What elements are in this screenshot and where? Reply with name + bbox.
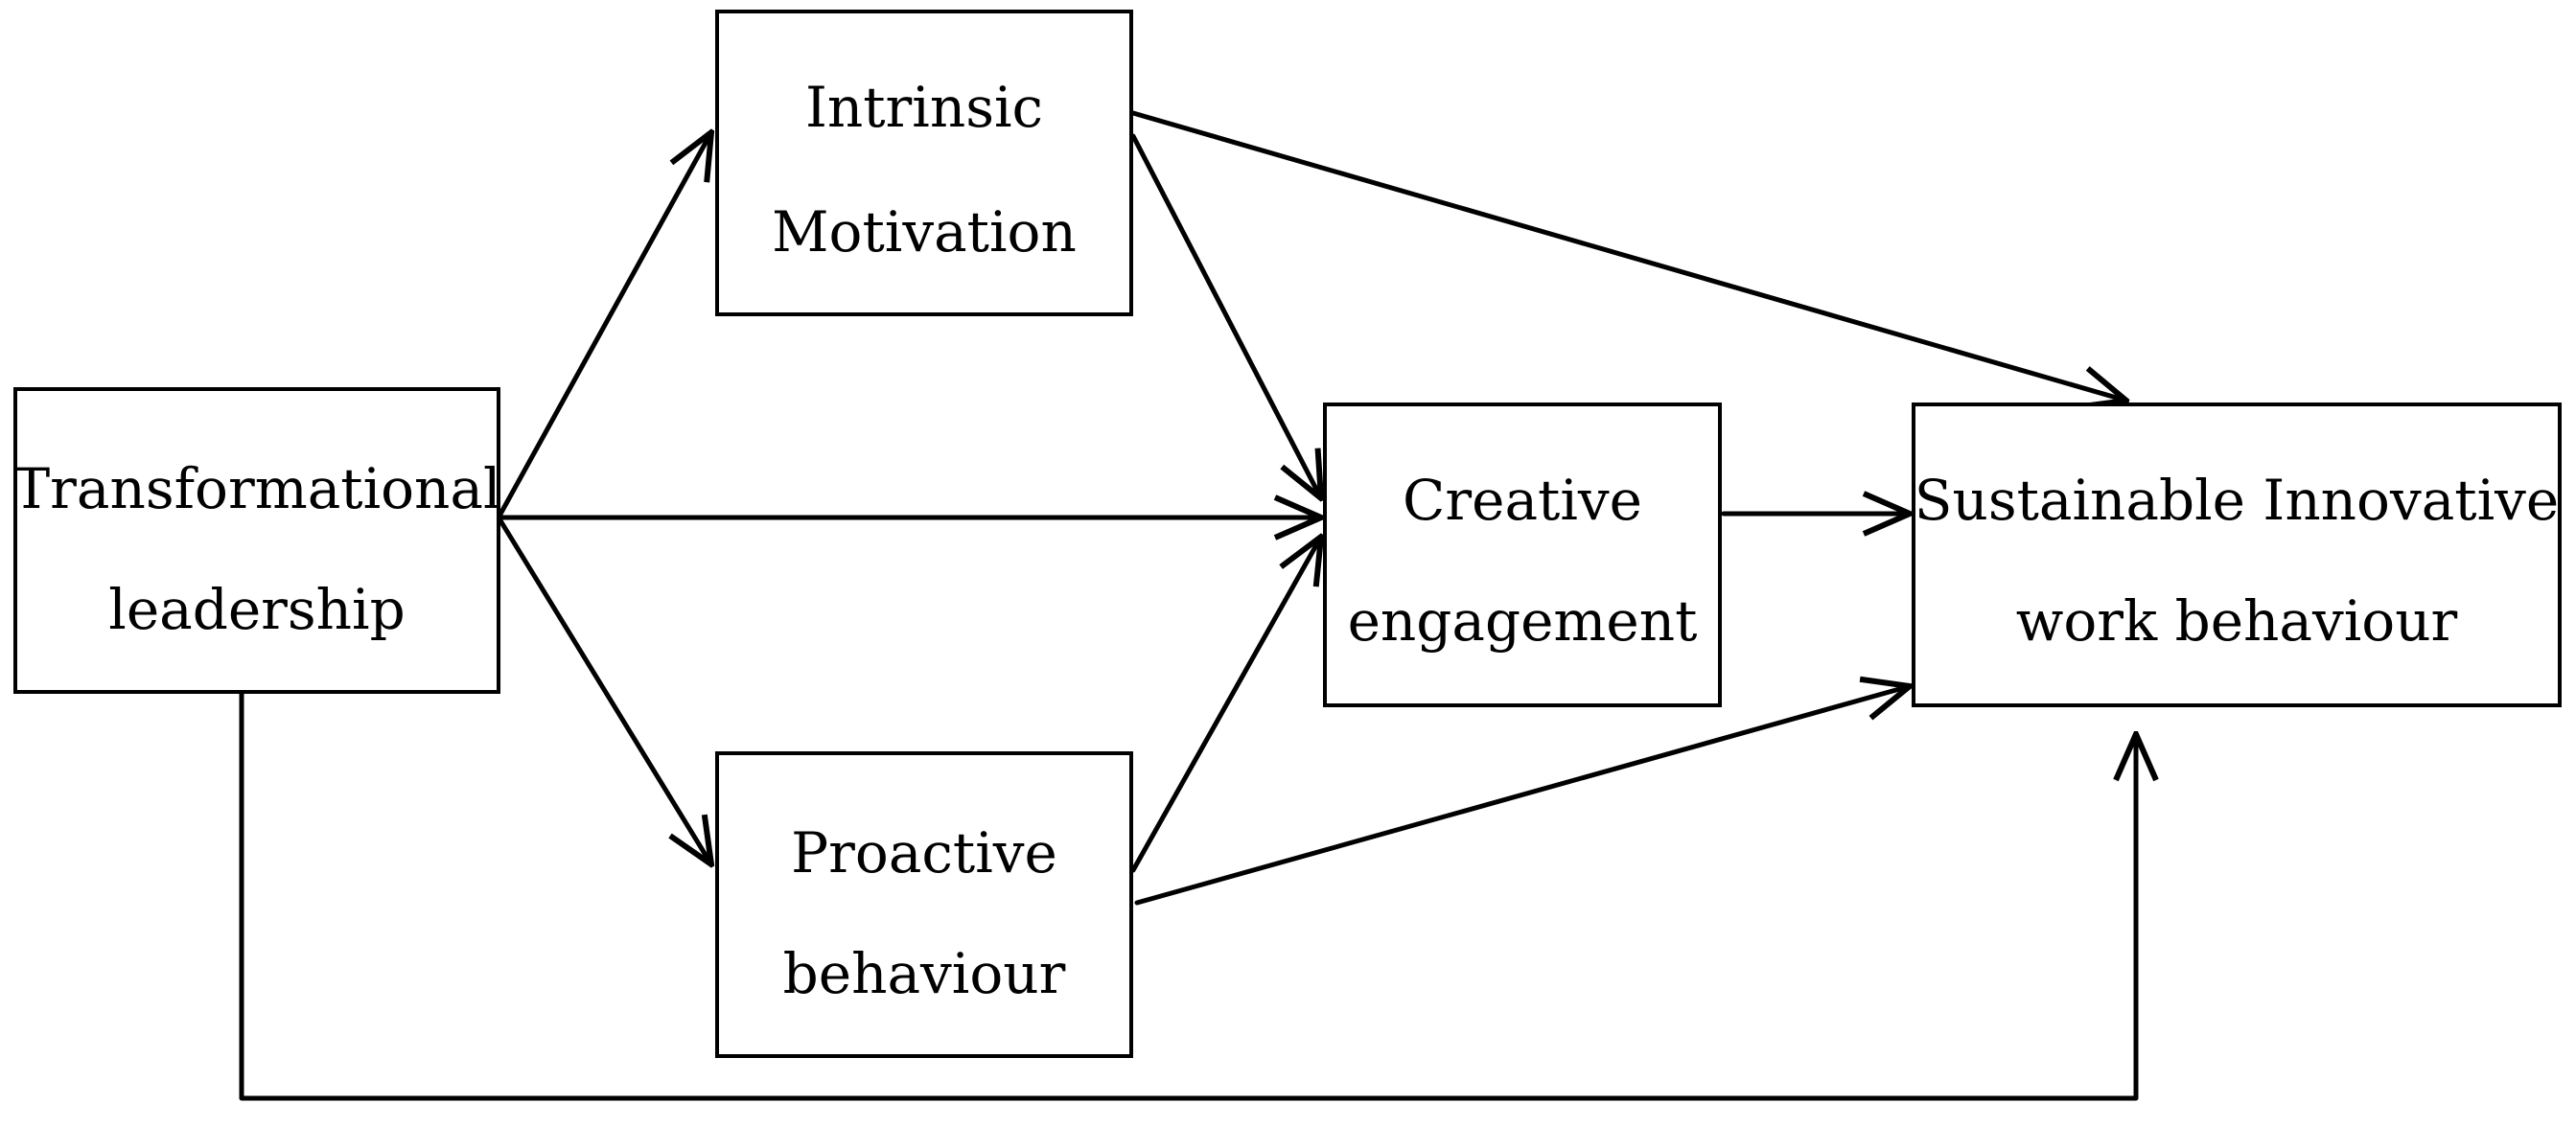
sustainable-innovative-line2: work behaviour [2016, 588, 2458, 654]
proactive-behaviour-line2: behaviour [783, 941, 1066, 1006]
arrow-pb-to-ce [1130, 537, 1321, 873]
intrinsic-motivation-line1: Intrinsic [805, 75, 1043, 140]
arrow-im-to-ce [1130, 133, 1321, 498]
intrinsic-motivation-line2: Motivation [772, 199, 1077, 264]
arrow-tl-to-im [496, 132, 711, 520]
transformational-leadership-line1: Transformational [12, 456, 500, 521]
transformational-leadership-line2: leadership [108, 577, 405, 642]
arrow-tl-to-siwb-bottom [239, 689, 2136, 1101]
box-intrinsic-motivation: Intrinsic Motivation [715, 10, 1133, 316]
creative-engagement-line2: engagement [1348, 588, 1698, 654]
arrow-im-to-siwb [1130, 110, 2126, 401]
box-creative-engagement: Creative engagement [1323, 402, 1722, 707]
arrow-tl-to-pb [496, 515, 711, 864]
sustainable-innovative-line1: Sustainable Innovative [1915, 468, 2560, 533]
box-sustainable-innovative-work-behaviour: Sustainable Innovative work behaviour [1912, 402, 2562, 707]
proactive-behaviour-line1: Proactive [791, 820, 1057, 886]
arrow-pb-to-siwb [1134, 686, 1910, 906]
creative-engagement-line1: Creative [1403, 468, 1642, 533]
box-proactive-behaviour: Proactive behaviour [715, 751, 1133, 1058]
box-transformational-leadership: Transformational leadership [12, 387, 501, 694]
